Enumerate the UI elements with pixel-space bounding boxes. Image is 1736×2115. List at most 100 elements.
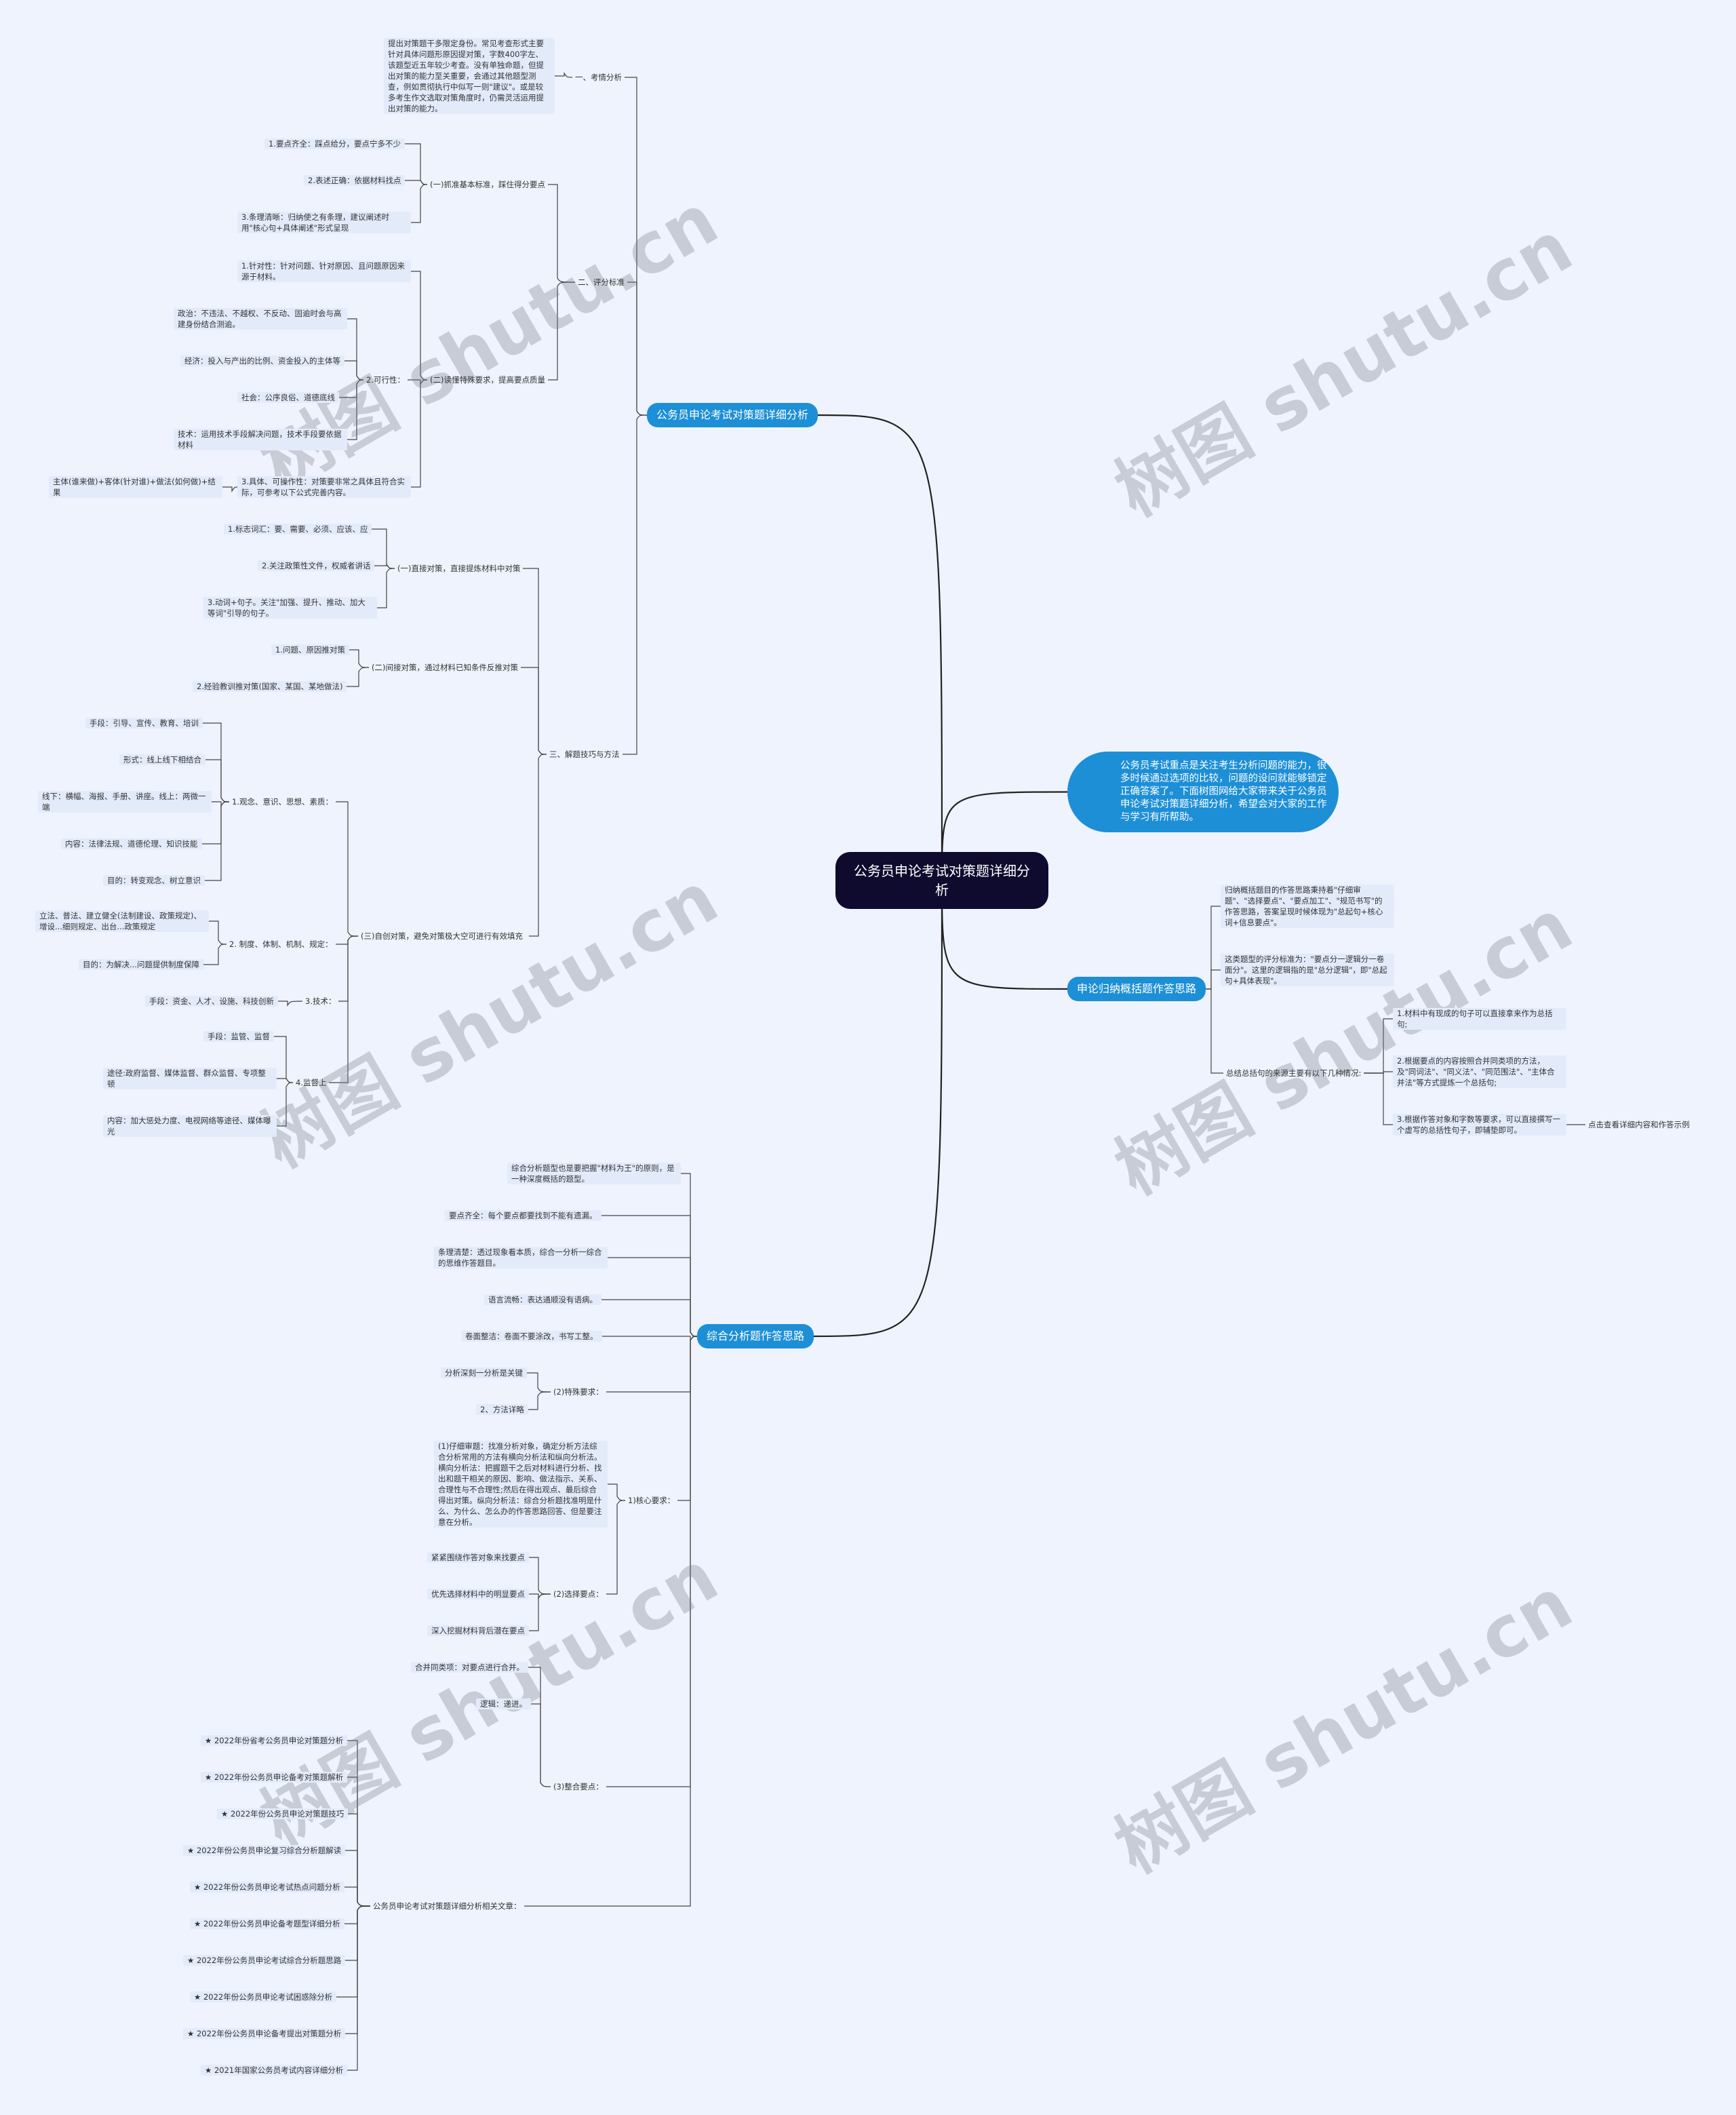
view-details-link[interactable]: 点击查看详细内容和作答示例 bbox=[1588, 1120, 1690, 1129]
concepts-item-4[interactable]: 内容：法律法规、道德伦理、知识技能 bbox=[61, 838, 202, 849]
special-item-2[interactable]: 2、方法详略 bbox=[476, 1404, 528, 1415]
source-item-1[interactable]: 1.材料中有现成的句子可以直接拿来作为总括句; bbox=[1393, 1008, 1566, 1030]
concepts-item-2[interactable]: 形式：线上线下相结合 bbox=[119, 754, 205, 765]
related-article-8[interactable]: ★ 2022年份公务员申论考试困惑除分析 bbox=[190, 1992, 337, 2002]
careful-reading[interactable]: (1)仔细审题：找准分析对象，确定分析方法综合分析常用的方法有横向分析法和纵向分… bbox=[434, 1441, 608, 1528]
scoring-g1-item-2[interactable]: 2.表述正确：依据材料找点 bbox=[304, 175, 406, 186]
related-article-7[interactable]: ★ 2022年份公务员申论考试综合分析题思路 bbox=[183, 1955, 346, 1966]
connector bbox=[608, 1257, 698, 1337]
select-item-3[interactable]: 深入挖掘材料背后潜在要点 bbox=[427, 1625, 529, 1636]
comprehensive-item-3[interactable]: 语言流畅：表达通顺没有语病。 bbox=[484, 1294, 601, 1305]
connector bbox=[528, 1391, 551, 1410]
related-article-10[interactable]: ★ 2021年国家公务员考试内容详细分析 bbox=[201, 2065, 348, 2076]
special-item-1[interactable]: 分析深刻一分析是关键 bbox=[441, 1367, 527, 1378]
connector bbox=[681, 1173, 698, 1337]
related-article-2[interactable]: ★ 2022年份公务员申论备考对策题解析 bbox=[201, 1772, 348, 1783]
connector bbox=[405, 180, 428, 185]
concepts-item-1[interactable]: 手段：引导、宣传、教育、培训 bbox=[85, 718, 203, 729]
feasibility-society[interactable]: 社会：公序良俗、道德底线 bbox=[237, 392, 339, 403]
supervision-item-1[interactable]: 手段：监管、监督 bbox=[203, 1031, 274, 1042]
direct-item-1[interactable]: 1.标志词汇：要、需要、必须、应该、应 bbox=[224, 524, 372, 535]
scoring-g2-item-3[interactable]: 3.具体、可操作性：对策要非常之具体且符合实际，可参考以下公式完善内容。 bbox=[237, 476, 411, 498]
scoring-g2-item-1[interactable]: 1.针对性：针对问题、针对原因、且问题原因来源于材料。 bbox=[237, 260, 411, 282]
label-self-strategy[interactable]: (三)自创对策，避免对策极大空可进行有效填充 bbox=[361, 931, 523, 941]
label-institutions[interactable]: 2. 制度、体制、机制、规定： bbox=[229, 939, 333, 949]
connector bbox=[606, 1500, 626, 1595]
indirect-item-1[interactable]: 1.问题、原因推对策 bbox=[271, 644, 349, 655]
connector bbox=[209, 920, 227, 945]
integrate-item-1[interactable]: 合并同类项：对要点进行合并。 bbox=[411, 1662, 528, 1673]
label-techniques[interactable]: 三、解题技巧与方法 bbox=[549, 750, 620, 759]
label-summary-sources[interactable]: 总结总括句的来源主要有以下几种情况: bbox=[1226, 1068, 1362, 1078]
comprehensive-item-1[interactable]: 要点齐全：每个要点都要找到不能有遗漏。 bbox=[445, 1210, 601, 1221]
scoring-g2-item-2[interactable]: 2.可行性： bbox=[366, 375, 405, 385]
direct-item-3[interactable]: 3.动词+句子。关注"加强、提升、推动、加大等词"引导的句子。 bbox=[203, 597, 377, 619]
comprehensive-item-2[interactable]: 条理清楚：透过现象看本质，综合一分析一综合的思维作答题目。 bbox=[434, 1247, 608, 1268]
connector bbox=[521, 667, 547, 755]
connector bbox=[941, 880, 1068, 990]
label-supervision[interactable]: 4.监督上 bbox=[296, 1078, 327, 1087]
label-technology[interactable]: 3.技术： bbox=[305, 996, 336, 1006]
connector bbox=[602, 1336, 698, 1342]
summarize-item-1[interactable]: 归纳概括题目的作答思路秉持着"仔细审题"、"选择要点"、"要点加工"、"规范书写… bbox=[1221, 885, 1394, 928]
scoring-g1-item-1[interactable]: 1.要点齐全：踩点给分，要点宁多不少 bbox=[264, 138, 405, 149]
connector bbox=[411, 379, 428, 488]
label-concepts[interactable]: 1.观念、意识、思想、素质： bbox=[232, 797, 333, 807]
source-item-3[interactable]: 3.根据作答对象和字数等要求，可以直接撰写一个虚写的总括性句子，即辅垫即可。 bbox=[1393, 1114, 1566, 1136]
scoring-g2-formula[interactable]: 主体(谁来做)+客体(针对谁)+做法(如何做)+结果 bbox=[49, 476, 222, 498]
connector bbox=[527, 1372, 551, 1393]
technology-item-1[interactable]: 手段：资金、人才、设施、科技创新 bbox=[145, 996, 278, 1007]
label-special-requirements[interactable]: (2)特殊要求： bbox=[553, 1387, 604, 1397]
related-article-5[interactable]: ★ 2022年份公务员申论考试热点问题分析 bbox=[190, 1882, 344, 1893]
label-related-articles[interactable]: 公务员申论考试对策题详细分析相关文章： bbox=[373, 1901, 521, 1911]
connector bbox=[677, 1336, 698, 1501]
intro-node[interactable]: 公务员考试重点是关注考生分析问题的能力，很多时候通过选项的比较，问题的设问就能够… bbox=[1067, 752, 1339, 832]
summarize-item-2[interactable]: 这类题型的评分标准为："要点分一逻辑分一卷面分"。这里的逻辑指的是"总分逻辑"，… bbox=[1221, 954, 1394, 986]
label-indirect-strategy[interactable]: (二)间接对策，通过材料已知条件反推对策 bbox=[372, 663, 518, 672]
scoring-g1-item-3[interactable]: 3.条理清晰：归纳使之有条理，建议阐述时用"核心句+具体阐述"形式呈现 bbox=[237, 212, 411, 233]
branch-node-comprehensive[interactable]: 综合分析题作答思路 bbox=[697, 1324, 814, 1348]
label-scoring-g2[interactable]: (二)读懂特殊要求，提高要点质量 bbox=[430, 375, 545, 385]
root-node[interactable]: 公务员申论考试对策题详细分析 bbox=[835, 852, 1048, 909]
branch-node-summarize[interactable]: 申论归纳概括题作答思路 bbox=[1067, 977, 1206, 1001]
direct-item-2[interactable]: 2.关注政策性文件，权威者讲话 bbox=[258, 560, 375, 571]
branch-node-strategy[interactable]: 公务员申论考试对策题详细分析 bbox=[647, 403, 818, 427]
connector bbox=[405, 143, 428, 185]
integrate-item-2[interactable]: 逻辑：递进。 bbox=[476, 1699, 531, 1709]
concepts-item-5[interactable]: 目的：转变观念、树立意识 bbox=[103, 875, 205, 886]
label-direct-strategy[interactable]: (一)直接对策，直接提炼材料中对策 bbox=[397, 564, 521, 573]
label-core-requirements[interactable]: 1)核心要求： bbox=[628, 1496, 675, 1505]
label-scoring[interactable]: 二、评分标准 bbox=[578, 277, 625, 287]
comprehensive-item-4[interactable]: 卷面整洁：卷面不要涂改，书写工整。 bbox=[461, 1331, 602, 1342]
connector bbox=[222, 486, 238, 492]
connector bbox=[277, 1082, 294, 1127]
institutions-item-2[interactable]: 目的：为解决...问题提供制度保障 bbox=[79, 959, 203, 970]
connector bbox=[278, 1001, 303, 1007]
indirect-item-2[interactable]: 2.经验教训推对策(国家、某国、某地做法) bbox=[193, 681, 347, 692]
related-article-9[interactable]: ★ 2022年份公务员申论备考提出对策题分析 bbox=[183, 2028, 346, 2039]
select-item-2[interactable]: 优先选择材料中的明显要点 bbox=[427, 1589, 529, 1599]
related-article-1[interactable]: ★ 2022年份省考公务员申论对策题分析 bbox=[201, 1735, 348, 1746]
concepts-item-3[interactable]: 线下：横幅、海报、手册、讲座。线上：两微一端 bbox=[38, 791, 212, 813]
feasibility-economy[interactable]: 经济：投入与产出的比例、资金投入的主体等 bbox=[180, 355, 344, 366]
text-exam-analysis[interactable]: 提出对策题干多限定身份。常见考查形式主要针对具体问题形原因提对策，字数400字左… bbox=[384, 38, 555, 114]
source-item-2[interactable]: 2.根据要点的内容按照合并同类项的方法，及"同词法"、"同义法"、"同范围法"、… bbox=[1393, 1055, 1566, 1088]
label-integrate-points[interactable]: (3)整合要点： bbox=[553, 1782, 604, 1791]
connector bbox=[347, 1905, 371, 2071]
related-article-3[interactable]: ★ 2022年份公务员申论对策题技巧 bbox=[217, 1808, 349, 1819]
related-article-6[interactable]: ★ 2022年份公务员申论备考题型详细分析 bbox=[190, 1918, 344, 1929]
institutions-item-1[interactable]: 立法、普法、建立健全(法制建设、政策规定)、增设...细则规定、出台...政策规… bbox=[35, 910, 209, 932]
supervision-item-3[interactable]: 内容：加大惩处力度、电视网络等途径、媒体曝光 bbox=[103, 1115, 277, 1137]
feasibility-politics[interactable]: 政治：不违法、不越权、不反动、固逾时会与高建身份结合测逾。 bbox=[174, 308, 347, 330]
connector bbox=[941, 791, 1068, 881]
feasibility-technology[interactable]: 技术：运用技术手段解决问题，技术手段要依据材料 bbox=[174, 429, 347, 450]
label-exam-analysis[interactable]: 一、考情分析 bbox=[575, 73, 622, 82]
comprehensive-intro[interactable]: 综合分析题型也是要把握"材料为王"的原则，是一种深度概括的题型。 bbox=[507, 1163, 681, 1184]
label-scoring-g1[interactable]: (一)抓准基本标准，踩住得分要点 bbox=[430, 180, 545, 189]
connector bbox=[548, 282, 576, 381]
select-item-1[interactable]: 紧紧围绕作答对象来找要点 bbox=[427, 1552, 529, 1563]
supervision-item-2[interactable]: 途径:政府监督、媒体监督、群众监督、专项整顿 bbox=[103, 1068, 277, 1089]
label-select-points[interactable]: (2)选择要点： bbox=[553, 1589, 604, 1599]
related-article-4[interactable]: ★ 2022年份公务员申论复习综合分析题解读 bbox=[183, 1845, 346, 1856]
